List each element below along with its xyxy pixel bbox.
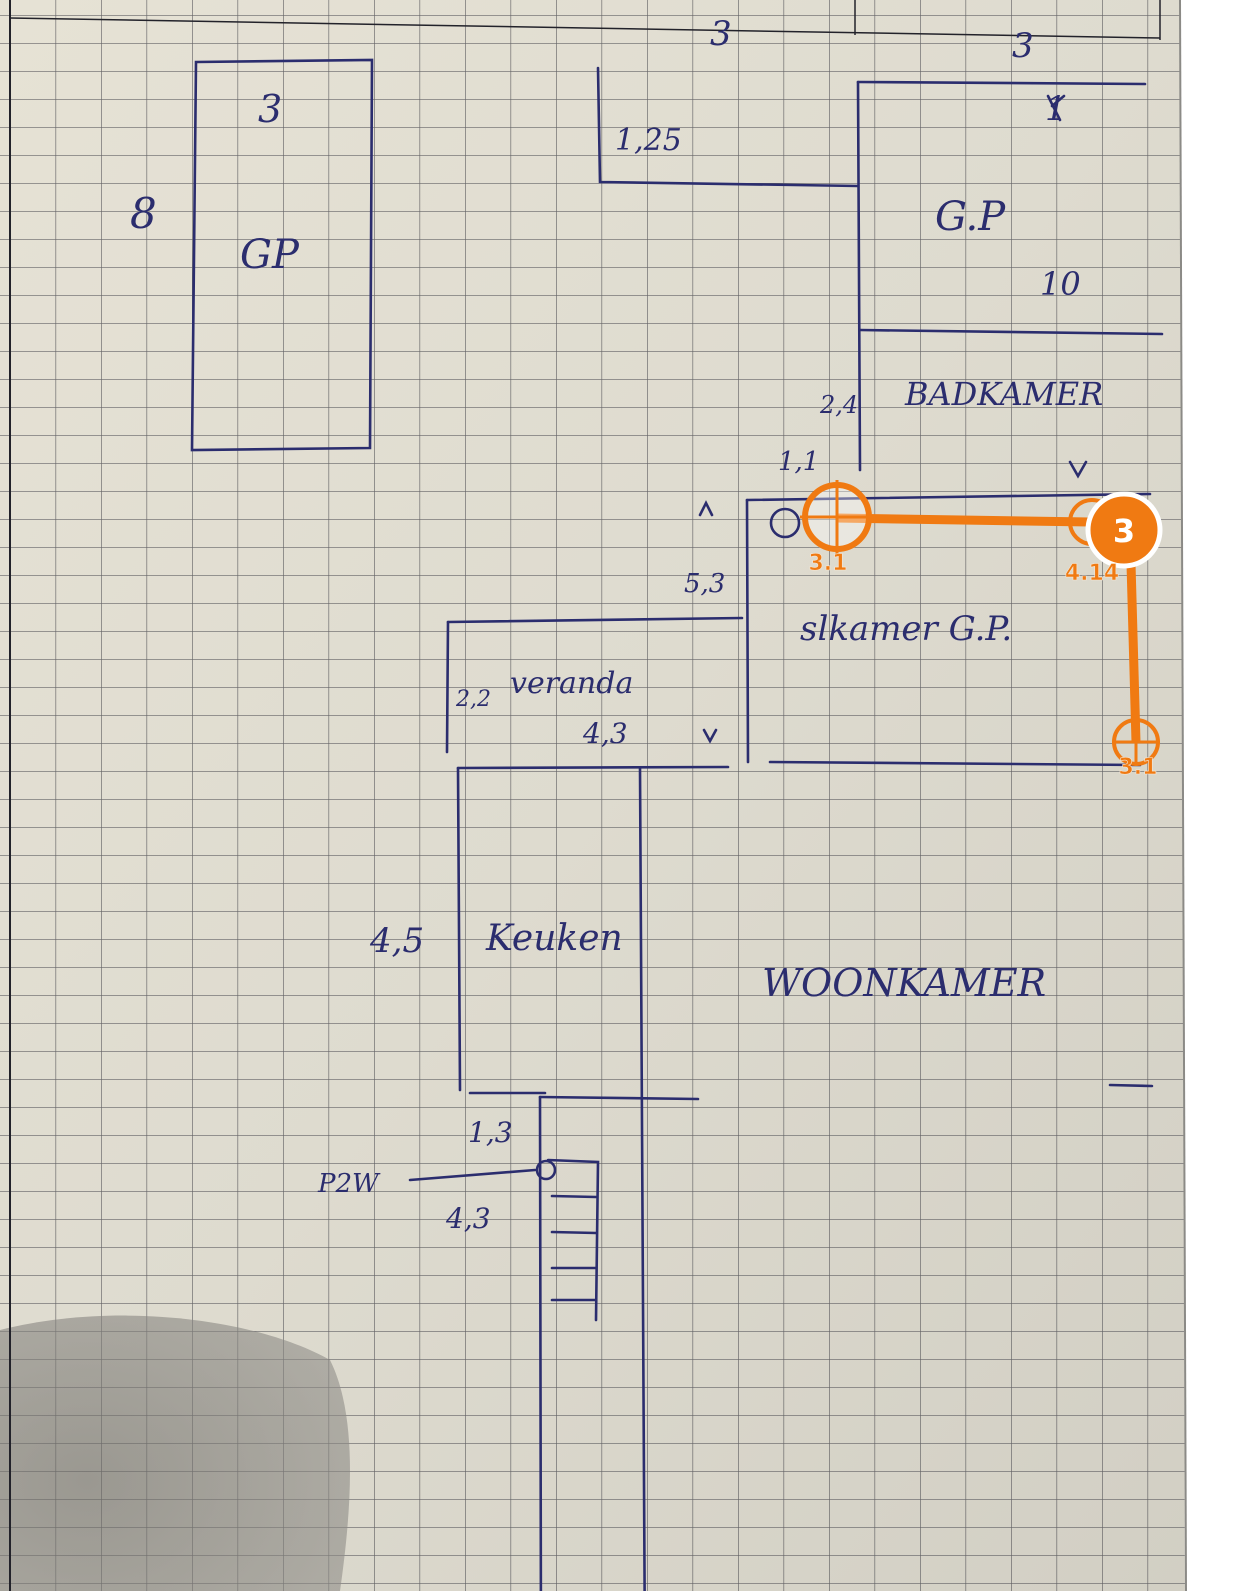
- marker-c-label: 3.1: [1119, 755, 1158, 780]
- label-veranda: veranda: [510, 666, 633, 701]
- label-keuken: Keuken: [485, 918, 623, 959]
- marker-b-label: 4.14: [1065, 561, 1119, 586]
- marker-start[interactable]: [800, 480, 874, 554]
- label-badkamer: BADKAMER: [904, 375, 1103, 413]
- label-slaapkamer: slkamer G.P.: [800, 609, 1012, 649]
- label-22: 2,2: [455, 687, 491, 712]
- marker-a-label: 3.1: [809, 551, 848, 576]
- marker-end[interactable]: [1112, 718, 1160, 766]
- measurement-overlay: [800, 480, 1163, 766]
- label-gp-right: G.P: [935, 194, 1006, 240]
- label-gp-right-10: 10: [1040, 265, 1081, 303]
- measure-line-horizontal: [835, 513, 1091, 527]
- label-125: 1,25: [615, 123, 682, 158]
- grid-paper: [0, 0, 1187, 1591]
- handwritten-labels: 3 3 3 8 GP 1,25 1 G.P 10 2,4 BADKAMER 1,…: [130, 14, 1103, 1235]
- badge-label: 3: [1113, 512, 1135, 550]
- count-badge[interactable]: [1085, 491, 1163, 569]
- label-gp-right-1: 1: [1045, 89, 1067, 129]
- label-43: 4,3: [582, 717, 628, 750]
- label-p2w: P2W: [317, 1169, 381, 1199]
- label-gp-left-3: 3: [258, 87, 282, 131]
- label-top-3b: 3: [1012, 26, 1034, 66]
- label-woonkamer: WOONKAMER: [762, 961, 1046, 1005]
- label-bad-24: 2,4: [819, 391, 858, 419]
- label-gp-left: GP: [240, 232, 300, 278]
- measurement-text: 3 3.1 4.14 3.1: [808, 512, 1158, 780]
- label-53: 5,3: [684, 569, 725, 599]
- label-top-3a: 3: [710, 14, 732, 54]
- label-43b: 4,3: [445, 1202, 491, 1235]
- label-45: 4,5: [369, 921, 424, 961]
- label-11: 1,1: [778, 447, 819, 477]
- label-13: 1,3: [468, 1116, 513, 1149]
- label-gp-left-8: 8: [130, 189, 157, 238]
